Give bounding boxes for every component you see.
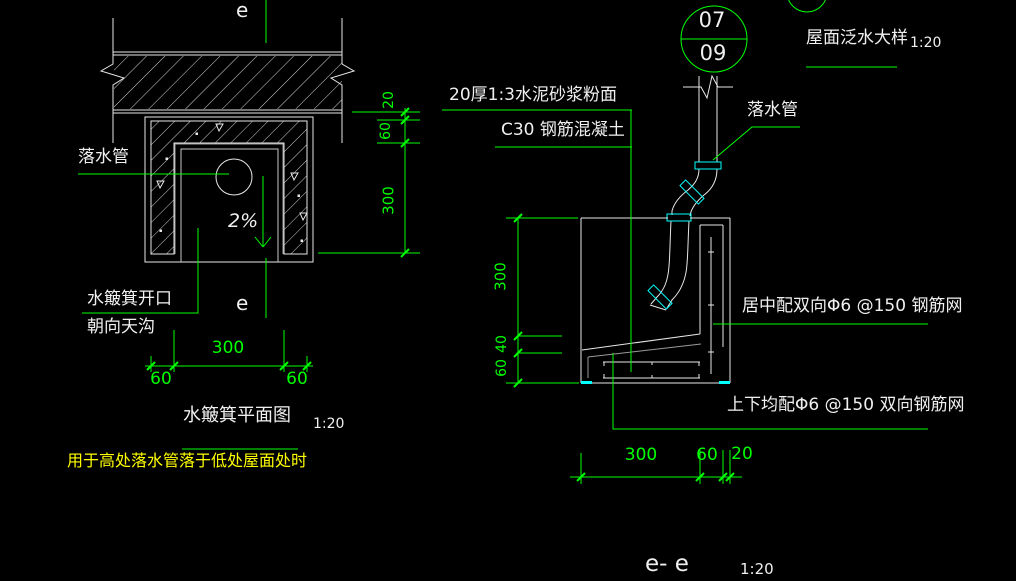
trough-section bbox=[580, 217, 731, 384]
section-hdim-20: 20 bbox=[731, 444, 753, 464]
slope-arrow bbox=[254, 176, 272, 248]
plan-dim-60-left: 60 bbox=[150, 369, 172, 389]
flashing-mark-right bbox=[719, 381, 730, 384]
downpipe-leader-right bbox=[712, 126, 800, 161]
plan-vdim-60: 60 bbox=[378, 122, 394, 140]
opening-note-line1: 水簸箕开口 bbox=[87, 289, 172, 309]
downpipe-plan-circle bbox=[215, 158, 253, 196]
downpipe-section bbox=[647, 74, 733, 311]
plan-v-dimension bbox=[318, 107, 420, 258]
slope-finish-line bbox=[581, 333, 701, 351]
plaster-label: 20厚1:3水泥砂浆粉面 bbox=[449, 85, 617, 105]
section-vdim-300: 300 bbox=[491, 262, 510, 291]
plan-section-marker-top: e bbox=[236, 0, 249, 22]
section-name: e- e bbox=[645, 551, 689, 577]
roof-slab bbox=[99, 18, 356, 143]
section-title-scale: 1:20 bbox=[910, 35, 942, 51]
callout-number-top: 07 bbox=[698, 8, 726, 32]
downpipe-label-plan: 落水管 bbox=[78, 147, 129, 167]
section-annotations bbox=[442, 109, 928, 484]
detail-callout bbox=[680, 0, 897, 73]
plan-title: 水簸箕平面图 bbox=[183, 405, 291, 426]
mesh-both-leader bbox=[612, 353, 928, 430]
plan-dim-60-right: 60 bbox=[286, 369, 308, 389]
opening-note-leader bbox=[82, 228, 199, 314]
downpipe-label-section: 落水管 bbox=[747, 100, 798, 120]
section-vdim-60: 60 bbox=[494, 359, 510, 377]
pipe-break-symbol bbox=[683, 74, 733, 100]
opening-note-line2: 朝向天沟 bbox=[87, 317, 155, 337]
mesh-both-label: 上下均配Φ6 @150 双向钢筋网 bbox=[727, 395, 965, 415]
plan-vdim-300: 300 bbox=[379, 186, 398, 215]
callout-number-bottom: 09 bbox=[699, 41, 727, 65]
plan-dim-300: 300 bbox=[211, 338, 245, 358]
gutter-plan bbox=[144, 116, 314, 263]
pipe-fittings bbox=[647, 161, 722, 310]
flashing-mark-left bbox=[581, 381, 592, 384]
section-name-scale: 1:20 bbox=[740, 560, 774, 578]
plan-annotations bbox=[78, 0, 420, 450]
section-h-dimension bbox=[570, 450, 742, 484]
plan-h-dimension bbox=[145, 330, 313, 372]
plan-section-marker-bottom: e bbox=[236, 291, 249, 315]
mesh-middle-label: 居中配双向Φ6 @150 钢筋网 bbox=[742, 296, 963, 316]
rebar-lines bbox=[603, 237, 714, 379]
concrete-label: C30 钢筋混凝土 bbox=[501, 120, 625, 140]
concrete-hatch-symbols bbox=[156, 123, 308, 242]
section-hdim-60: 60 bbox=[696, 445, 718, 465]
partial-callout-circle bbox=[788, 0, 826, 13]
section-hdim-300: 300 bbox=[624, 445, 658, 465]
plan-note: 用于高处落水管落于低处屋面处时 bbox=[67, 451, 308, 470]
slope-label: 2% bbox=[228, 210, 259, 232]
section-title: 屋面泛水大样 bbox=[806, 28, 908, 48]
section-v-dimension bbox=[506, 213, 579, 388]
plan-scale: 1:20 bbox=[313, 416, 345, 432]
